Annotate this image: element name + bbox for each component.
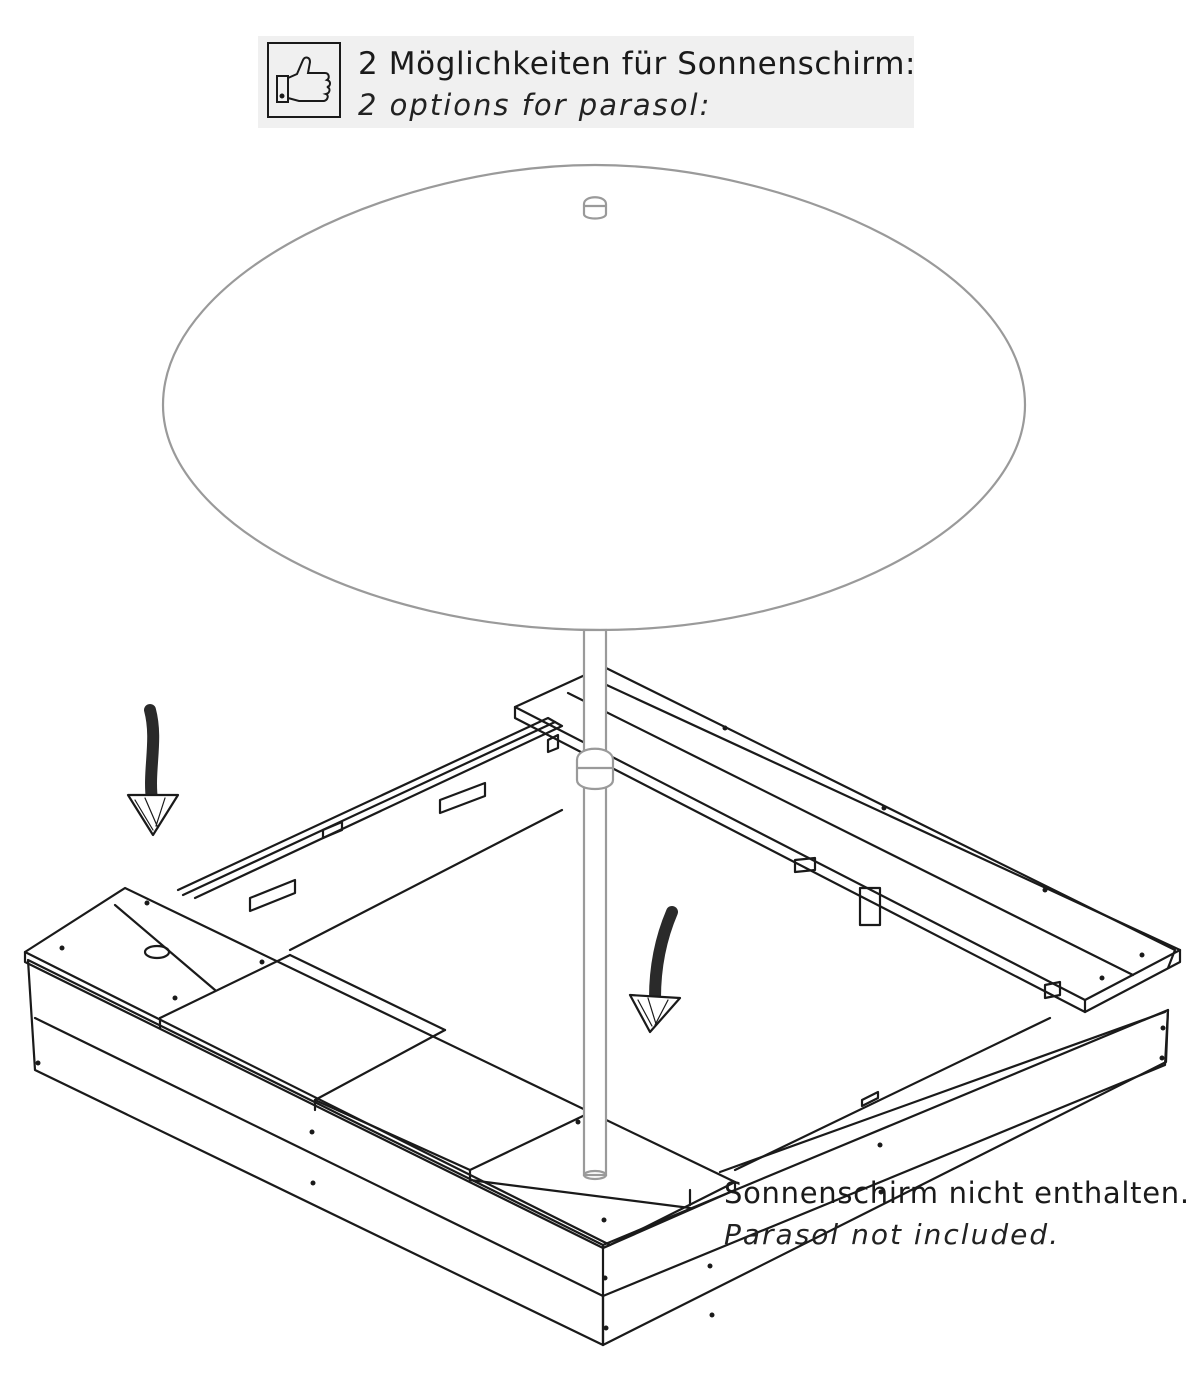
hint-title: 2 Möglichkeiten für Sonnenschirm: [358,46,917,82]
arrow-right [628,906,682,1034]
thumbs-up-icon [267,42,341,118]
front-bench [23,886,737,1250]
sandbox-frame [26,663,1177,1347]
hint-subtitle: 2 options for parasol: [358,88,712,122]
hint-box [258,36,914,128]
back-bench [513,673,1182,1014]
arrow-left [126,704,180,837]
parasol-pole [582,628,608,1177]
screw-dots [35,725,1166,1331]
parasol-finial [582,196,608,220]
parasol-canopy [161,163,1027,632]
note-subtitle: Parasol not included. [724,1218,1060,1251]
note-title: Sonnenschirm nicht enthalten. [724,1176,1190,1210]
bracket [438,781,487,815]
parasol [161,163,1027,1181]
bracket [248,878,297,913]
